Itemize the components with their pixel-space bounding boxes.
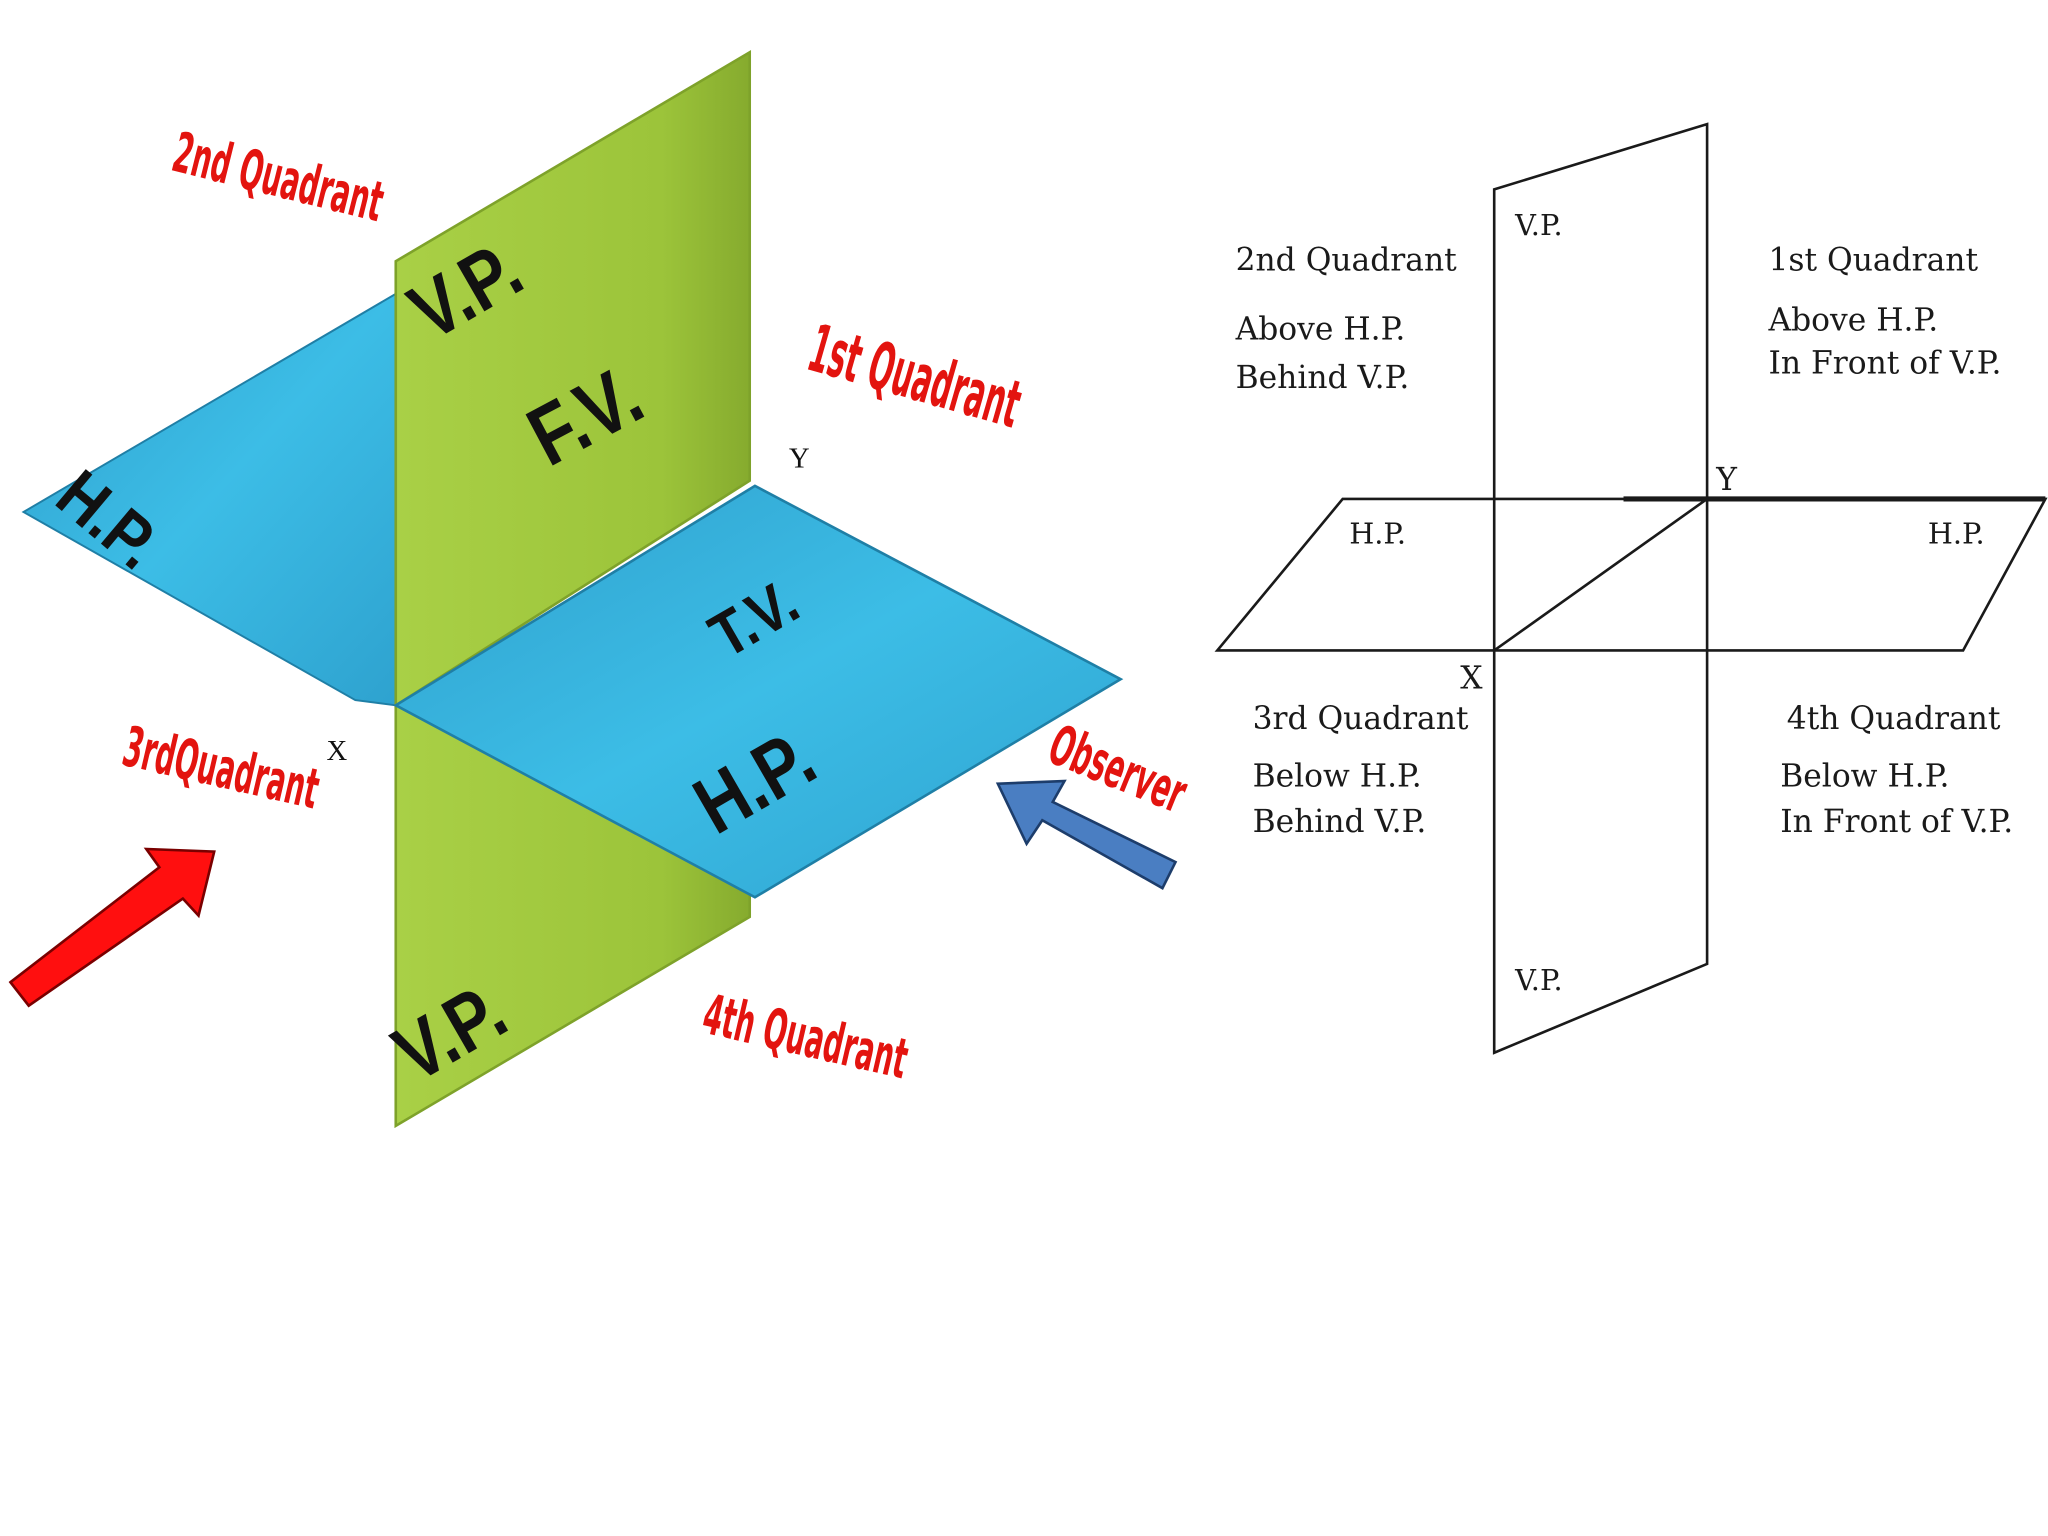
ortho-xy-line (1493, 497, 1708, 652)
ortho-q3-line2: Behind V.P. (1253, 804, 1427, 840)
vp-plane-upper (394, 49, 752, 708)
ortho-q4-title: 4th Quadrant (1787, 701, 2001, 737)
quadrant-4-label: 4th Quadrant (697, 982, 914, 1092)
ortho-q1-title: 1st Quadrant (1768, 242, 1978, 278)
ortho-axis-y: Y (1715, 462, 1737, 498)
hp-plane-right (393, 484, 1124, 899)
quadrant-3-label: 3rdQuadrant (117, 715, 325, 823)
ortho-vp-bottom-label: V.P. (1514, 963, 1562, 997)
ortho-q2-line1: Above H.P. (1235, 312, 1406, 348)
pictorial-axis-y: Y (789, 443, 810, 475)
ortho-q4-line1: Below H.P. (1780, 758, 1949, 794)
ortho-q1-line1: Above H.P. (1767, 302, 1938, 338)
ortho-q2-line2: Behind V.P. (1236, 360, 1410, 396)
ortho-vp-top-label: V.P. (1514, 208, 1562, 242)
ortho-hp-left-label: H.P. (1349, 516, 1406, 550)
arrow-up-left-icon (995, 779, 1178, 890)
ortho-q4-line2: In Front of V.P. (1780, 804, 2013, 840)
ortho-q2-title: 2nd Quadrant (1236, 242, 1458, 278)
quadrant-2-label: 2nd Quadrant (166, 121, 389, 236)
ortho-hp-right-label: H.P. (1928, 516, 1985, 550)
quadrant-1-label: 1st Quadrant (800, 311, 1029, 444)
ortho-q1-line2: In Front of V.P. (1768, 346, 2001, 382)
ortho-axis-x: X (1460, 660, 1483, 696)
pictorial-axis-x: X (327, 735, 348, 767)
orthographic-view: V.P. V.P. H.P. H.P. X Y 2nd Quadrant Abo… (1214, 122, 2048, 1055)
pictorial-view: 2nd Quadrant 1st Quadrant 3rdQuadrant 4t… (8, 49, 1196, 1129)
arrow-up-right-icon (8, 847, 216, 1008)
ortho-vp-outline (1492, 122, 1709, 1055)
ortho-q3-title: 3rd Quadrant (1253, 701, 1469, 737)
ortho-hp-outline (1214, 497, 2048, 652)
ortho-q3-line1: Below H.P. (1253, 758, 1422, 794)
